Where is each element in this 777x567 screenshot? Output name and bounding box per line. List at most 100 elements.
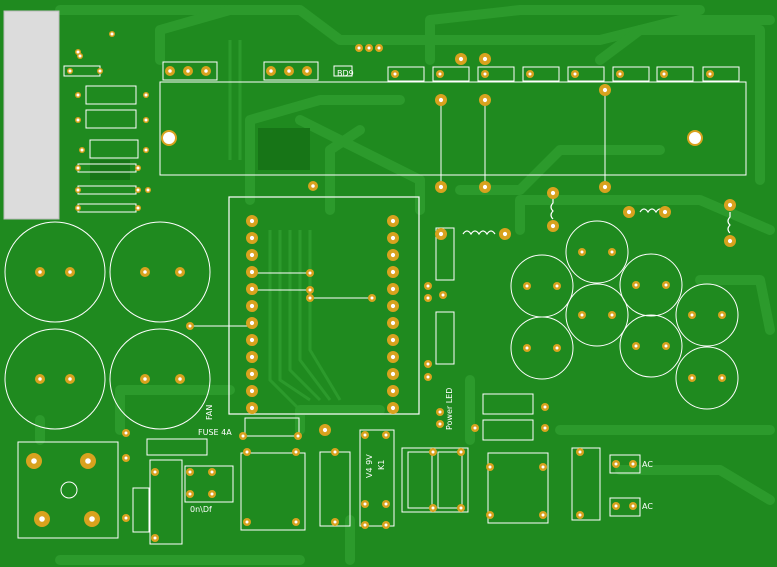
pad-hole [690, 313, 694, 317]
pad-hole [78, 54, 82, 58]
pad-hole [249, 337, 255, 343]
pad-hole [662, 209, 668, 215]
pad-hole [249, 354, 255, 360]
pad-hole [249, 286, 255, 292]
pad-hole [550, 223, 556, 229]
pad-hole [426, 375, 430, 379]
pad-hole [626, 209, 632, 215]
pad-hole [294, 450, 298, 454]
pad-hole [370, 296, 374, 300]
pad-hole [708, 72, 712, 76]
pad-hole [296, 434, 300, 438]
pad-hole [377, 46, 381, 50]
pad-hole [143, 270, 147, 274]
pad-hole [269, 69, 273, 73]
pad-hole [483, 72, 487, 76]
relay-label: K1 [377, 460, 386, 470]
pad-hole [390, 405, 396, 411]
pad-hole [249, 371, 255, 377]
pad-hole [80, 148, 84, 152]
pad-hole [188, 324, 192, 328]
pad-hole [664, 344, 668, 348]
label-panel [3, 10, 60, 220]
pad-hole [308, 288, 312, 292]
pad-hole [124, 456, 128, 460]
pad-hole [543, 426, 547, 430]
pad-hole [178, 270, 182, 274]
pad-hole [528, 72, 532, 76]
pad-hole [614, 504, 618, 508]
pad-hole [146, 188, 150, 192]
pad-hole [168, 69, 172, 73]
pad-hole [204, 69, 208, 73]
pad-hole [502, 231, 508, 237]
pad-hole [482, 97, 488, 103]
pad-hole [153, 470, 157, 474]
pad-hole [287, 69, 291, 73]
pad-hole [241, 434, 245, 438]
pad-hole [618, 72, 622, 76]
diode-tag-label: BD9 [337, 69, 354, 78]
pad-hole [249, 388, 255, 394]
pad-hole [76, 118, 80, 122]
pad-hole [631, 504, 635, 508]
pad-hole [308, 271, 312, 275]
pad-hole [249, 320, 255, 326]
pad-hole [541, 465, 545, 469]
pad-hole [580, 313, 584, 317]
pad-hole [322, 427, 328, 433]
pad-hole [124, 431, 128, 435]
pad-hole [390, 337, 396, 343]
pad-hole [727, 238, 733, 244]
heatsink-outline [159, 81, 747, 176]
pad-hole [363, 502, 367, 506]
pad-hole [31, 458, 37, 464]
pad-hole [393, 72, 397, 76]
pad-hole [602, 184, 608, 190]
pad-hole [610, 313, 614, 317]
pad-hole [249, 269, 255, 275]
power-led-label: Power LED [445, 388, 454, 430]
pad-hole [38, 270, 42, 274]
pad-hole [210, 492, 214, 496]
pad-hole [308, 296, 312, 300]
pad-hole [124, 516, 128, 520]
pad-hole [473, 426, 477, 430]
pad-hole [110, 32, 114, 36]
copper-pour [258, 128, 310, 170]
pad-hole [85, 458, 91, 464]
pad-hole [249, 218, 255, 224]
fan-label: FAN [205, 405, 214, 420]
pad-hole [390, 320, 396, 326]
pad-hole [525, 284, 529, 288]
pad-hole [482, 56, 488, 62]
pad-hole [367, 46, 371, 50]
relay-value-label: V4 9V [365, 454, 374, 478]
pad-hole [249, 252, 255, 258]
pad-hole [727, 202, 733, 208]
pad-hole [390, 388, 396, 394]
pad-hole [720, 313, 724, 317]
pad-hole [144, 93, 148, 97]
pad-hole [431, 506, 435, 510]
solder-pads [26, 31, 736, 542]
pad-hole [390, 354, 396, 360]
pad-hole [76, 206, 80, 210]
pad-hole [602, 87, 608, 93]
pad-hole [459, 450, 463, 454]
pad-hole [525, 346, 529, 350]
pad-hole [488, 513, 492, 517]
pad-hole [426, 284, 430, 288]
mount-hole [161, 130, 177, 146]
pad-hole [311, 184, 315, 188]
bottom-section [17, 227, 641, 545]
pad-hole [89, 516, 95, 522]
pad-hole [249, 303, 255, 309]
pad-hole [38, 377, 42, 381]
pad-hole [294, 520, 298, 524]
pad-hole [390, 303, 396, 309]
pad-hole [76, 188, 80, 192]
pad-hole [578, 513, 582, 517]
pad-hole [426, 362, 430, 366]
